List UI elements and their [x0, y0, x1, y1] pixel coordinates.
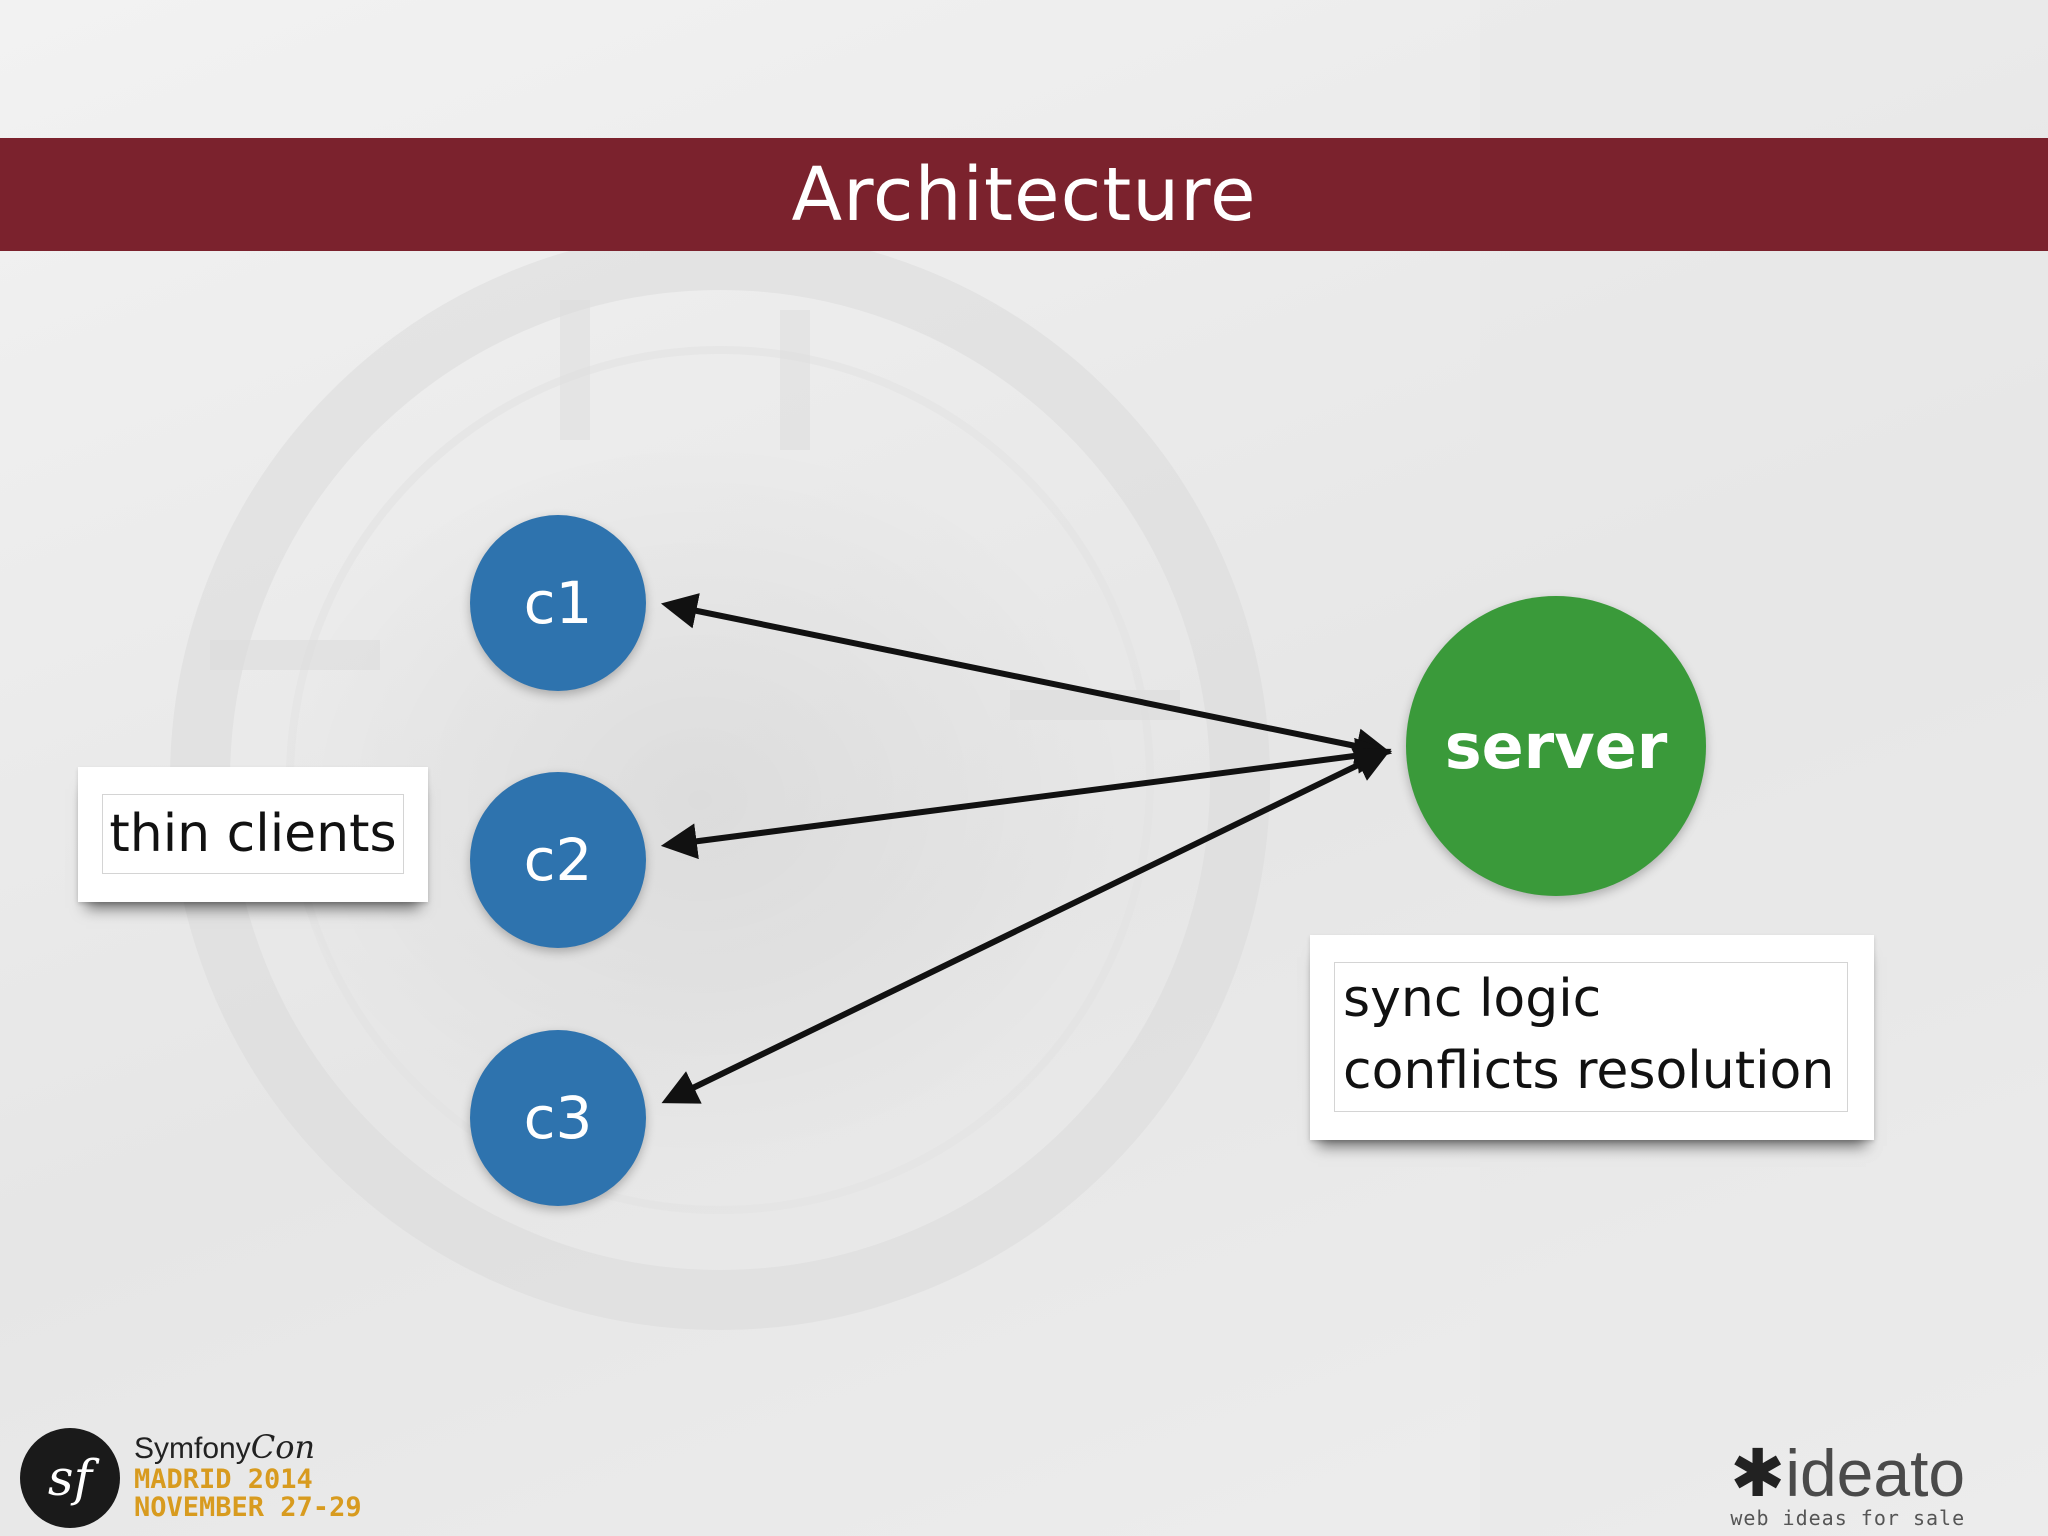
server-note: sync logic conflicts resolution [1310, 935, 1874, 1140]
symfony-con-location: MADRID 2014 [134, 1464, 313, 1495]
client-label: c1 [523, 569, 593, 637]
clients-note-text: thin clients [109, 804, 397, 864]
symfony-logo: sf [20, 1428, 120, 1528]
arrow-c1-server [660, 593, 1393, 764]
server-label: server [1444, 709, 1668, 783]
symfony-con-name: Symfony [134, 1432, 251, 1465]
server-note-line1: sync logic [1343, 969, 1602, 1029]
title-bar: Architecture [0, 138, 2048, 251]
client-node-c2: c2 [470, 772, 646, 948]
symfony-con-script: Con [250, 1428, 316, 1466]
symfony-con-badge: SymfonyCon MADRID 2014 NOVEMBER 27-29 [134, 1428, 362, 1522]
client-node-c3: c3 [470, 1030, 646, 1206]
ideato-name: ideato [1785, 1436, 1966, 1510]
client-label: c2 [523, 826, 593, 894]
ideato-tagline: web ideas for sale [1730, 1506, 1966, 1530]
server-node: server [1406, 596, 1706, 896]
asterisk-icon: ✱ [1730, 1436, 1786, 1510]
arrow-c2-server [660, 737, 1393, 860]
symfony-logo-text: sf [47, 1449, 93, 1507]
ideato-logo: ✱ideato web ideas for sale [1730, 1440, 1965, 1530]
slide-title: Architecture [791, 151, 1257, 238]
symfony-con-dates: NOVEMBER 27-29 [134, 1492, 362, 1523]
client-node-c1: c1 [470, 515, 646, 691]
server-note-line2: conflicts resolution [1343, 1041, 1835, 1101]
client-label: c3 [523, 1084, 593, 1152]
clients-note: thin clients [78, 767, 428, 902]
arrow-c3-server [661, 748, 1392, 1104]
